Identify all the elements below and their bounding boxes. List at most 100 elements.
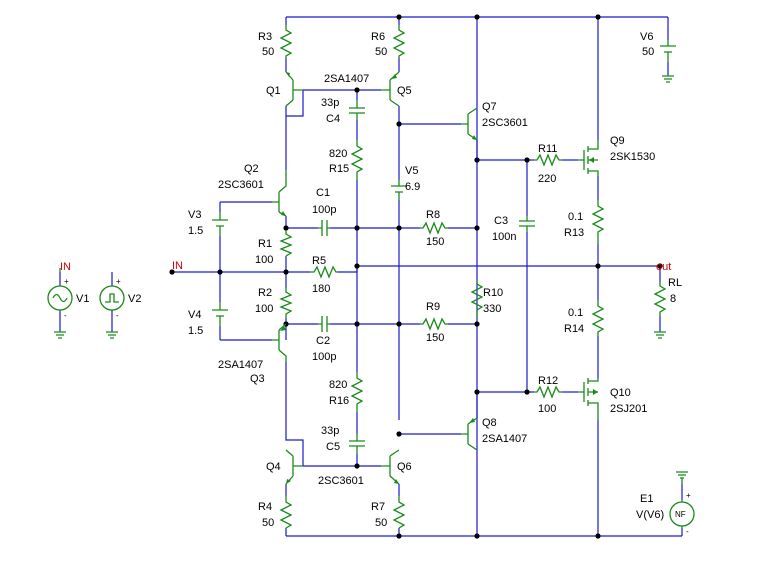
ground-rl xyxy=(654,331,666,339)
resistor-r3 xyxy=(279,25,293,58)
transistor-q1 xyxy=(285,71,303,107)
label-c4-name: C4 xyxy=(326,113,340,125)
label-r12-value: 100 xyxy=(538,403,556,415)
label-c3-name: C3 xyxy=(494,215,508,227)
label-r15-value: 820 xyxy=(329,148,347,160)
resistor-r7 xyxy=(392,496,406,529)
label-c3-value: 100n xyxy=(492,231,516,243)
resistor-r15 xyxy=(350,140,364,180)
label-r10-name: R10 xyxy=(483,287,503,299)
label-e1-value: V(V6) xyxy=(636,509,664,521)
resistor-r8 xyxy=(420,221,448,235)
label-r7-value: 50 xyxy=(375,517,387,529)
label-r15-name: R15 xyxy=(329,163,349,175)
label-q2-name: Q2 xyxy=(244,163,259,175)
sign-v1-plus: + xyxy=(64,277,69,286)
label-net-in: IN xyxy=(172,260,183,272)
source-v1 xyxy=(47,285,73,339)
label-v5-name: V5 xyxy=(405,165,418,177)
label-r6-name: R6 xyxy=(371,31,385,43)
label-q3-name: Q3 xyxy=(250,373,265,385)
label-r1-name: R1 xyxy=(258,238,272,250)
label-v5-value: 6.9 xyxy=(405,181,420,193)
transistor-q6 xyxy=(381,449,400,485)
resistor-r11 xyxy=(534,153,562,167)
resistor-r16 xyxy=(350,372,364,412)
label-q8-part: 2SA1407 xyxy=(482,433,527,445)
label-rl-name: RL xyxy=(668,277,682,289)
source-v2 xyxy=(99,285,125,339)
label-rl-value: 8 xyxy=(670,293,676,305)
resistor-r10 xyxy=(470,280,484,318)
label-r5-value: 180 xyxy=(312,283,330,295)
label-v6-name: V6 xyxy=(640,31,653,43)
label-e1-symbol: NF xyxy=(675,510,686,519)
label-q1-name: Q1 xyxy=(266,85,281,97)
label-r6-value: 50 xyxy=(375,46,387,58)
resistor-r4 xyxy=(279,496,293,529)
label-q5-part: 2SA1407 xyxy=(324,73,369,85)
label-q6-part: 2SC3601 xyxy=(318,475,364,487)
label-q10-name: Q10 xyxy=(610,387,631,399)
sign-v2-plus: + xyxy=(116,277,121,286)
capacitor-c2 xyxy=(318,316,330,332)
label-c2-name: C2 xyxy=(316,335,330,347)
label-v1-name: V1 xyxy=(76,293,89,305)
label-v4-name: V4 xyxy=(188,309,201,321)
label-v2-name: V2 xyxy=(128,293,141,305)
label-r16-name: R16 xyxy=(329,395,349,407)
label-q6-name: Q6 xyxy=(397,461,412,473)
label-q9-part: 2SK1530 xyxy=(610,151,655,163)
label-r4-name: R4 xyxy=(258,501,272,513)
label-r13-name: R13 xyxy=(564,227,584,239)
resistor-rl xyxy=(653,282,667,316)
label-r9-name: R9 xyxy=(426,301,440,313)
transistor-q4 xyxy=(285,449,303,485)
label-v6-value: 50 xyxy=(642,46,654,58)
label-c1-name: C1 xyxy=(316,187,330,199)
label-net-in-left: IN xyxy=(60,261,71,273)
resistor-r13 xyxy=(591,200,605,244)
label-q7-name: Q7 xyxy=(482,101,497,113)
label-r14-value: 0.1 xyxy=(568,307,583,319)
capacitor-c3 xyxy=(519,216,535,232)
transistor-q8 xyxy=(461,417,478,451)
label-c2-value: 100p xyxy=(312,351,336,363)
sign-e1-plus: + xyxy=(686,491,691,500)
resistor-r1 xyxy=(279,230,293,257)
label-c1-value: 100p xyxy=(312,204,336,216)
transistor-q2 xyxy=(272,170,287,217)
label-r16-value: 820 xyxy=(329,379,347,391)
sign-e1-minus: - xyxy=(686,527,689,536)
labels: R3 50 R6 50 V6 50 Q1 2SA1407 Q5 33p C4 Q… xyxy=(60,31,691,536)
sign-v1-minus: - xyxy=(64,311,67,320)
label-c5-name: C5 xyxy=(326,441,340,453)
label-q7-part: 2SC3601 xyxy=(482,117,528,129)
wires xyxy=(59,16,683,537)
source-e1 xyxy=(669,471,695,528)
label-q8-name: Q8 xyxy=(482,417,497,429)
label-r11-name: R11 xyxy=(538,143,557,155)
label-net-out: out xyxy=(656,261,671,273)
label-q4-name: Q4 xyxy=(266,461,281,473)
mosfet-q10 xyxy=(578,378,599,420)
transistor-q7 xyxy=(461,107,478,141)
label-q10-part: 2SJ201 xyxy=(610,403,647,415)
label-q9-name: Q9 xyxy=(610,135,625,147)
label-q2-part: 2SC3601 xyxy=(218,179,264,191)
battery-v6 xyxy=(660,40,676,83)
label-r3-value: 50 xyxy=(262,46,274,58)
label-r14-name: R14 xyxy=(564,323,584,335)
resistor-r6 xyxy=(392,25,406,58)
label-r2-name: R2 xyxy=(258,287,272,299)
label-v3-name: V3 xyxy=(188,209,201,221)
label-v3-value: 1.5 xyxy=(188,225,203,237)
battery-v4 xyxy=(212,302,228,326)
label-r12-name: R12 xyxy=(538,375,558,387)
resistor-r5 xyxy=(310,265,338,279)
label-r8-value: 150 xyxy=(426,236,444,248)
capacitor-c1 xyxy=(318,220,330,236)
battery-v5 xyxy=(391,180,407,200)
label-e1-name: E1 xyxy=(640,493,653,505)
